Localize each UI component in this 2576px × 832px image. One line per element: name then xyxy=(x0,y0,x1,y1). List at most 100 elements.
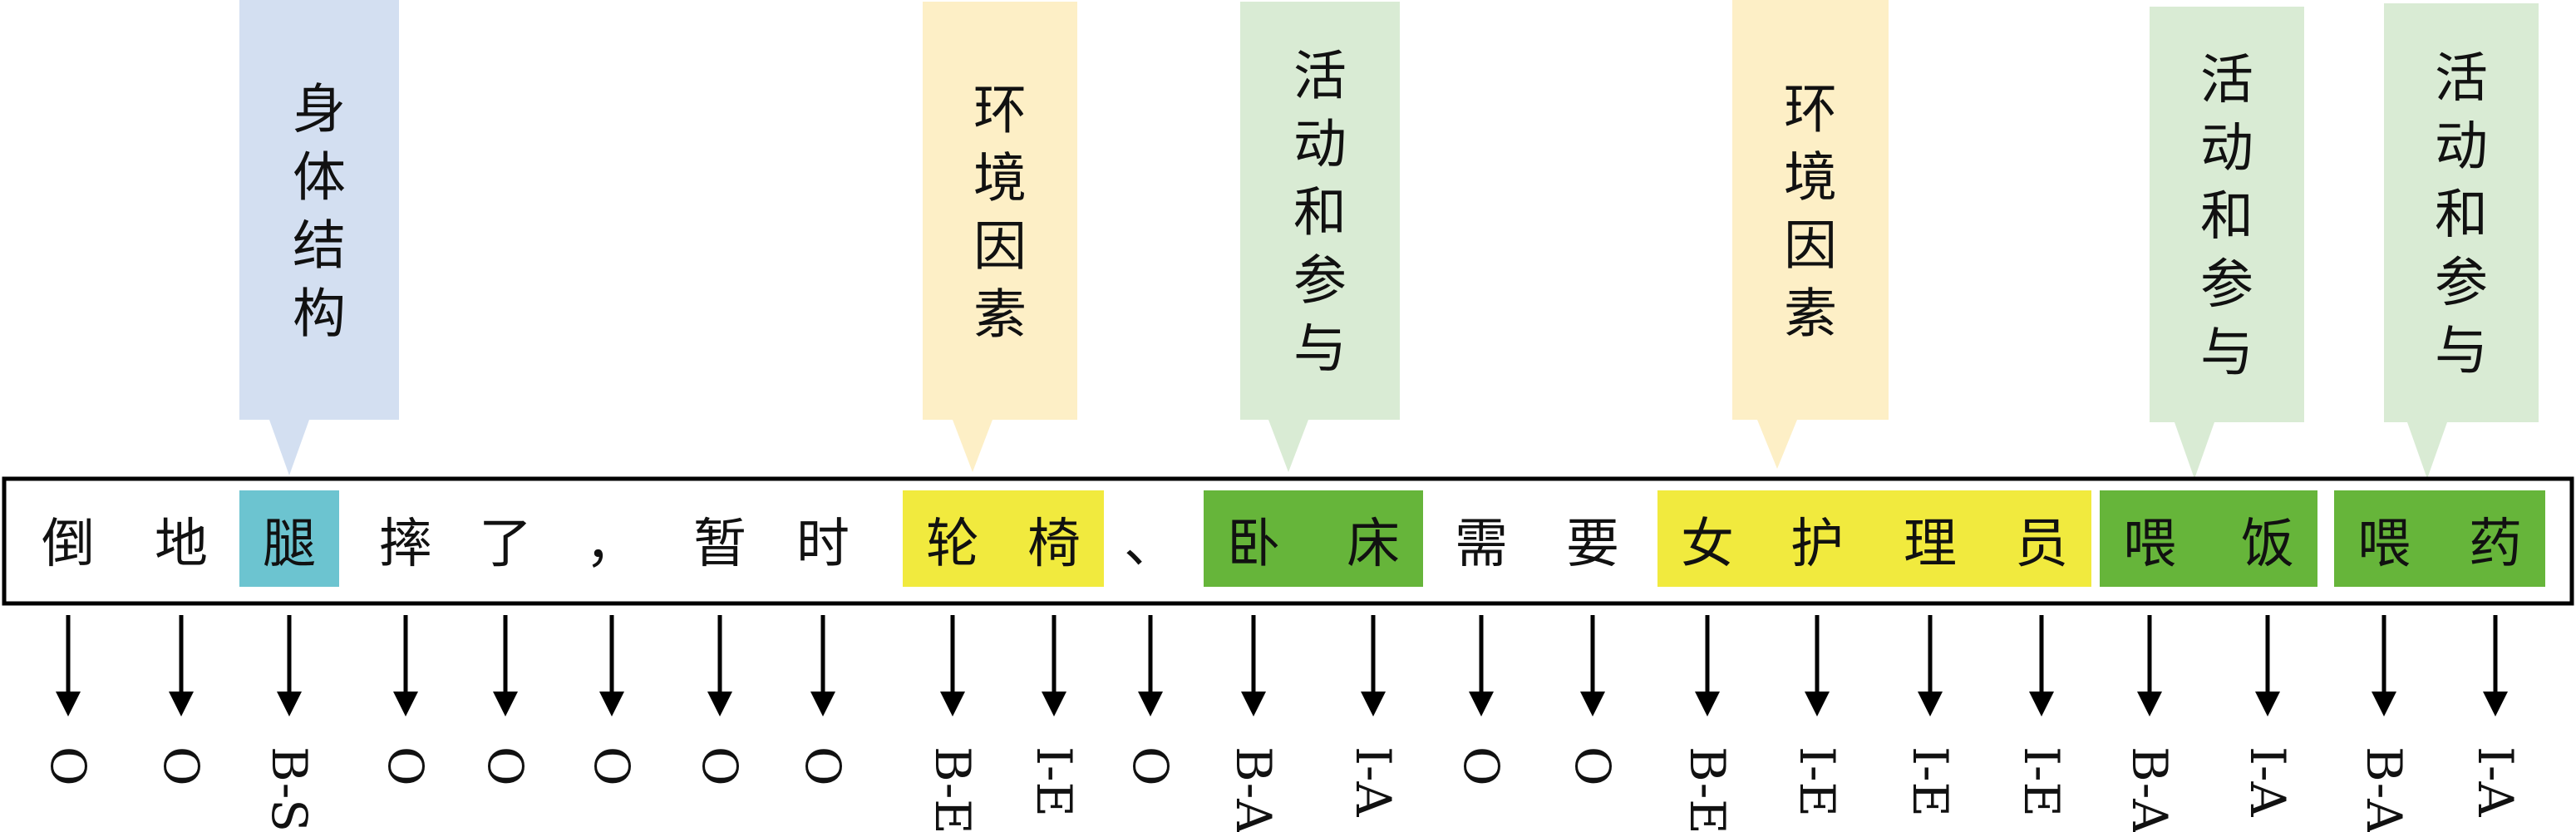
token-char: 护 xyxy=(1790,514,1844,575)
down-arrow-icon xyxy=(1695,615,1720,716)
bio-tag-label: B-A xyxy=(1225,746,1282,832)
arrow-layer xyxy=(56,615,2508,716)
callout-body_structure: 身体结构 xyxy=(239,0,399,475)
bio-tag-label: O xyxy=(1453,746,1510,786)
callout-activity: 活动和参与 xyxy=(1240,2,1400,472)
callout-label: 环境因素 xyxy=(1784,80,1837,346)
bio-tag-label: I-E xyxy=(1902,746,1958,817)
bio-tag-label: I-A xyxy=(1345,746,1401,818)
bio-tag-label: B-A xyxy=(2356,746,2412,832)
down-arrow-icon xyxy=(2483,615,2508,716)
bio-tag-label: I-E xyxy=(2013,746,2070,817)
bio-tag-label: O xyxy=(795,746,851,786)
down-arrow-icon xyxy=(1469,615,1494,716)
callout-pointer xyxy=(1757,420,1797,469)
bio-tag-label: O xyxy=(40,746,96,786)
bio-tag-label: B-E xyxy=(1679,746,1736,832)
callout-label: 身体结构 xyxy=(293,80,346,346)
callout-box xyxy=(2384,3,2539,422)
down-arrow-icon xyxy=(493,615,518,716)
down-arrow-icon xyxy=(277,615,302,716)
callout-box xyxy=(2150,7,2304,422)
bio-tag-label: B-S xyxy=(261,746,318,832)
down-arrow-icon xyxy=(810,615,835,716)
callout-layer: 身体结构 环境因素 活动和参与 环境因素 活动和参与 活动和参与 xyxy=(239,0,2539,479)
callout-box xyxy=(1240,2,1400,420)
callout-pointer xyxy=(269,420,309,475)
token-char: 倒 xyxy=(42,514,95,575)
down-arrow-icon xyxy=(169,615,194,716)
callout-label: 环境因素 xyxy=(973,81,1027,347)
entity-highlight xyxy=(1204,490,1423,587)
callout-pointer xyxy=(953,420,992,472)
bio-tag-label: I-A xyxy=(2467,746,2524,818)
token-char: ， xyxy=(585,514,638,575)
down-arrow-icon xyxy=(2255,615,2280,716)
callout-activity: 活动和参与 xyxy=(2150,7,2304,479)
token-char: 需 xyxy=(1455,514,1508,575)
token-char: 轮 xyxy=(926,514,979,575)
callout-label: 活动和参与 xyxy=(1293,47,1347,381)
down-arrow-icon xyxy=(940,615,965,716)
bio-tag-label: O xyxy=(584,746,640,786)
down-arrow-icon xyxy=(1580,615,1605,716)
down-arrow-icon xyxy=(1361,615,1386,716)
token-char: 摔 xyxy=(379,514,432,575)
callout-label: 活动和参与 xyxy=(2435,48,2488,382)
entity-highlight xyxy=(903,490,1104,587)
bio-tag-label: I-E xyxy=(1789,746,1845,817)
bio-tag-label: B-E xyxy=(924,746,981,832)
token-char: 员 xyxy=(2015,514,2068,575)
entity-highlight xyxy=(2100,490,2317,587)
callout-pointer xyxy=(2175,422,2214,479)
down-arrow-icon xyxy=(1138,615,1163,716)
bio-tag-label: O xyxy=(1122,746,1179,786)
token-char: 理 xyxy=(1904,514,1957,575)
token-char: 了 xyxy=(479,514,532,575)
down-arrow-icon xyxy=(707,615,732,716)
token-char: 地 xyxy=(155,514,208,575)
down-arrow-icon xyxy=(599,615,624,716)
down-arrow-icon xyxy=(393,615,418,716)
bio-tag-label: I-A xyxy=(2239,746,2296,818)
tag-layer: O O B-S O O O O O B-E I-E O B-A I-A O O B-E I-E I-E I-E B-A… xyxy=(40,746,2524,832)
down-arrow-icon xyxy=(1241,615,1266,716)
callout-label: 活动和参与 xyxy=(2200,50,2253,384)
token-char: 暂 xyxy=(693,514,746,575)
down-arrow-icon xyxy=(2029,615,2054,716)
entity-highlight xyxy=(1657,490,2091,587)
callout-environment: 环境因素 xyxy=(1732,0,1889,469)
down-arrow-icon xyxy=(56,615,81,716)
bio-tag-label: O xyxy=(153,746,209,786)
callout-box xyxy=(239,0,399,420)
token-char: 喂 xyxy=(2357,514,2411,575)
bio-tag-label: I-E xyxy=(1026,746,1082,817)
callout-pointer xyxy=(2407,422,2447,479)
token-char: 时 xyxy=(796,514,850,575)
bio-tag-label: O xyxy=(477,746,534,786)
sentence-characters: 倒地腿摔了，暂时轮椅、卧床需要女护理员喂饭喂药 xyxy=(42,514,2522,575)
token-char: 要 xyxy=(1566,514,1619,575)
token-char: 腿 xyxy=(263,514,316,575)
entity-highlight xyxy=(239,490,339,587)
callout-box xyxy=(923,2,1077,420)
entity-highlight xyxy=(2334,490,2545,587)
bio-tag-label: O xyxy=(1564,746,1621,786)
down-arrow-icon xyxy=(2372,615,2396,716)
token-char: 女 xyxy=(1681,514,1734,575)
down-arrow-icon xyxy=(1805,615,1830,716)
bio-tag-label: B-A xyxy=(2121,746,2178,832)
token-char: 卧 xyxy=(1227,514,1280,575)
token-char: 床 xyxy=(1347,514,1400,575)
token-char: 、 xyxy=(1124,514,1177,575)
token-char: 饭 xyxy=(2241,514,2294,575)
token-char: 喂 xyxy=(2123,514,2176,575)
callout-activity: 活动和参与 xyxy=(2384,3,2539,479)
token-char: 药 xyxy=(2469,514,2522,575)
down-arrow-icon xyxy=(1918,615,1943,716)
callout-box xyxy=(1732,0,1889,420)
bio-tag-label: O xyxy=(692,746,748,786)
bio-tag-label: O xyxy=(377,746,434,786)
callout-pointer xyxy=(1268,420,1308,472)
